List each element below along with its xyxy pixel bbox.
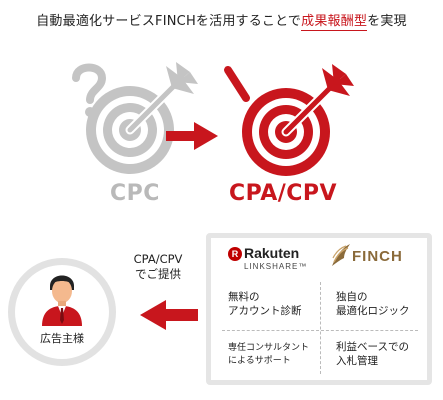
rakuten-logo-sub: LINKSHARE™: [244, 262, 308, 271]
headline-prefix: 自動最適化サービスFINCHを活用することで: [36, 14, 302, 29]
feature-line: 専任コンサルタント: [228, 343, 310, 353]
feature-free-diagnosis: 無料の アカウント診断: [228, 290, 302, 318]
advertiser-label: 広告主様: [40, 332, 84, 345]
feature-consultant-support: 専任コンサルタント によるサポート: [228, 342, 309, 368]
left-arrow-icon: [140, 300, 198, 330]
offer-line-2: でご提供: [135, 267, 181, 281]
panel-horizontal-divider: [222, 330, 418, 331]
right-arrow-icon: [166, 122, 218, 150]
feature-line: 無料の: [228, 291, 260, 303]
feature-profit-bidding: 利益ベースでの 入札管理: [336, 340, 409, 368]
feature-line: アカウント診断: [228, 305, 302, 317]
finch-logo-text: FINCH: [352, 248, 403, 265]
service-panel: [206, 233, 432, 385]
cpc-label: CPC: [110, 181, 160, 206]
feature-line: 利益ベースでの: [336, 341, 409, 353]
cpa-target-icon: [224, 64, 354, 176]
feature-line: 独自の: [336, 291, 368, 303]
rakuten-mark-icon: R: [228, 247, 242, 261]
headline: 自動最適化サービスFINCHを活用することで成果報酬型を実現: [0, 10, 443, 31]
headline-suffix: を実現: [367, 14, 407, 29]
person-icon: [42, 275, 82, 326]
offer-text: CPA/CPV でご提供: [118, 252, 198, 282]
panel-vertical-divider: [320, 282, 321, 374]
headline-highlight: 成果報酬型: [301, 14, 368, 31]
cpc-target-icon: [72, 62, 198, 174]
feature-line: によるサポート: [228, 356, 291, 366]
rakuten-logo-text: Rakuten: [244, 245, 300, 261]
cpa-cpv-label: CPA/CPV: [228, 181, 338, 206]
feature-optimization-logic: 独自の 最適化ロジック: [336, 290, 410, 318]
feature-line: 入札管理: [336, 355, 378, 367]
finch-bird-icon: [332, 244, 350, 266]
offer-line-1: CPA/CPV: [133, 252, 183, 266]
feature-line: 最適化ロジック: [336, 305, 410, 317]
